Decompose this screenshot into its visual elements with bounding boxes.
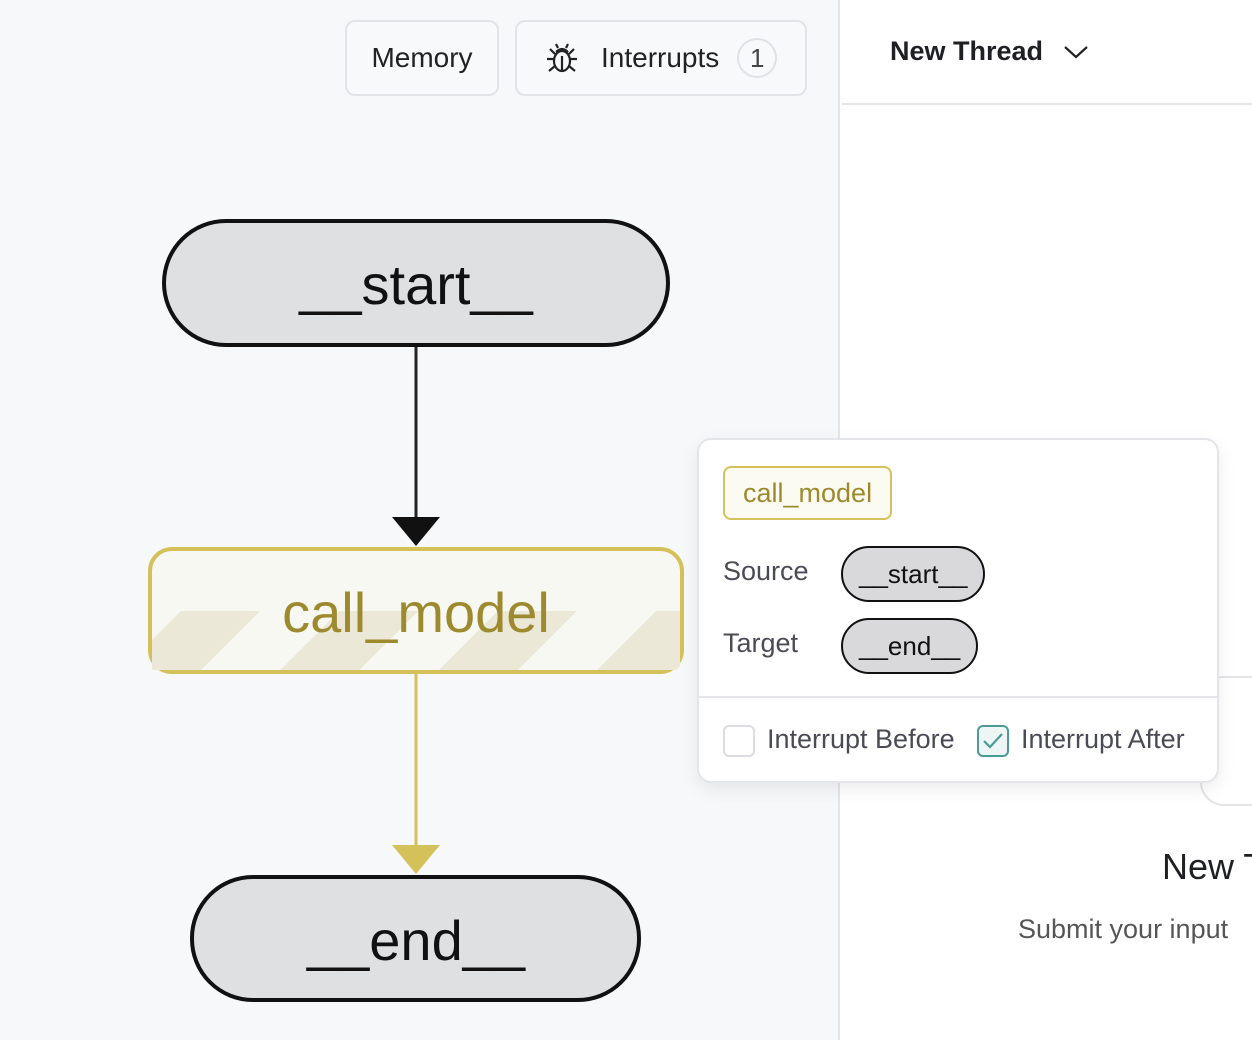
arrowhead [392, 517, 440, 546]
node-label: __start__ [298, 253, 533, 316]
interrupt-after-checkbox[interactable] [977, 725, 1009, 757]
node-popover: call_model Source __start__ Target __end… [697, 438, 1219, 783]
empty-state-subtitle: Submit your input [1018, 914, 1229, 944]
memory-button[interactable]: Memory [345, 20, 499, 96]
interrupt-before-label: Interrupt Before [767, 724, 955, 754]
interrupts-label: Interrupts [601, 42, 720, 73]
node-label: __end__ [306, 909, 526, 972]
empty-state-title: New T [1162, 846, 1252, 887]
graph-canvas: __start__ call_model __end__ [148, 219, 684, 1002]
interrupt-after-label: Interrupt After [1021, 724, 1185, 754]
node-label: call_model [282, 581, 550, 644]
memory-label: Memory [371, 42, 473, 73]
target-label: Target [723, 628, 799, 658]
interrupts-count-badge: 1 [737, 38, 778, 78]
bug-icon [547, 43, 577, 73]
running-stripes [152, 611, 680, 670]
chevron-down-icon [1064, 45, 1088, 58]
interrupt-before-checkbox[interactable] [723, 725, 755, 757]
thread-selector[interactable]: New Thread [842, 0, 1252, 105]
check-icon [983, 733, 1003, 749]
target-node-pill[interactable]: __end__ [841, 618, 979, 674]
arrowhead [392, 845, 440, 874]
source-node-pill[interactable]: __start__ [841, 546, 986, 602]
interrupts-button[interactable]: Interrupts 1 [515, 20, 807, 96]
node-end[interactable]: __end__ [190, 875, 641, 1002]
node-call-model[interactable]: call_model [148, 547, 684, 674]
source-label: Source [723, 556, 809, 586]
popover-node-name: call_model [723, 466, 893, 520]
node-start[interactable]: __start__ [162, 219, 670, 347]
thread-title: New Thread [890, 36, 1044, 66]
divider [699, 696, 1217, 698]
